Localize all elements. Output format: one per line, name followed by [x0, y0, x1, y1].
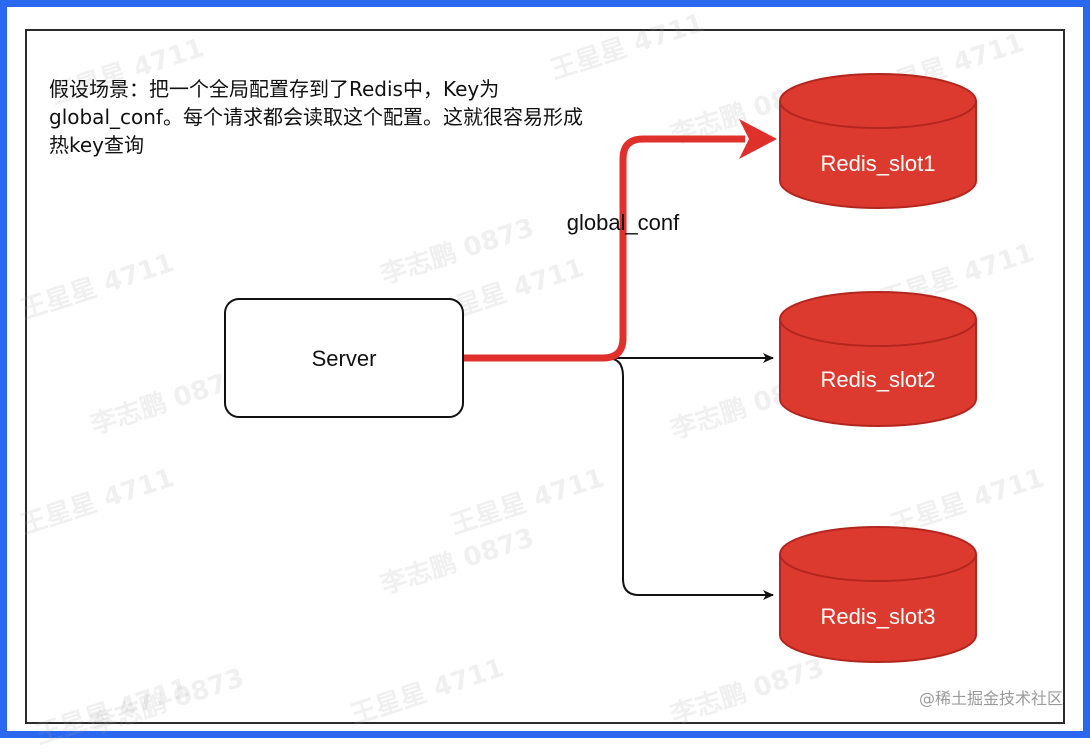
- redis-slot2-node: Redis_slot2: [779, 291, 977, 427]
- edge-to-redis-slot3: [606, 357, 774, 600]
- diagram-canvas: 王星星 4711 王星星 4711 王星星 4711 李志鹏 0873 李志鹏 …: [17, 8, 1065, 751]
- site-credit: @稀土掘金技术社区: [918, 685, 1063, 709]
- redis-slot1-label: Redis_slot1: [821, 151, 936, 176]
- redis-slot2-label: Redis_slot2: [821, 367, 936, 392]
- hot-key-arrowhead: [739, 119, 777, 159]
- scenario-description: 假设场景：把一个全局配置存到了Redis中，Key为global_conf。每个…: [49, 77, 583, 157]
- architecture-diagram: Server global_conf Redis_slot1 Redis_slo…: [224, 73, 977, 663]
- hot-key-label: global_conf: [567, 210, 680, 235]
- server-label: Server: [312, 346, 377, 371]
- hot-key-edge-to-redis-slot1: [464, 135, 745, 362]
- redis-slot3-label: Redis_slot3: [821, 604, 936, 629]
- redis-slot3-node: Redis_slot3: [779, 526, 977, 663]
- server-node: [224, 298, 464, 418]
- redis-slot1-node: Redis_slot1: [779, 73, 977, 209]
